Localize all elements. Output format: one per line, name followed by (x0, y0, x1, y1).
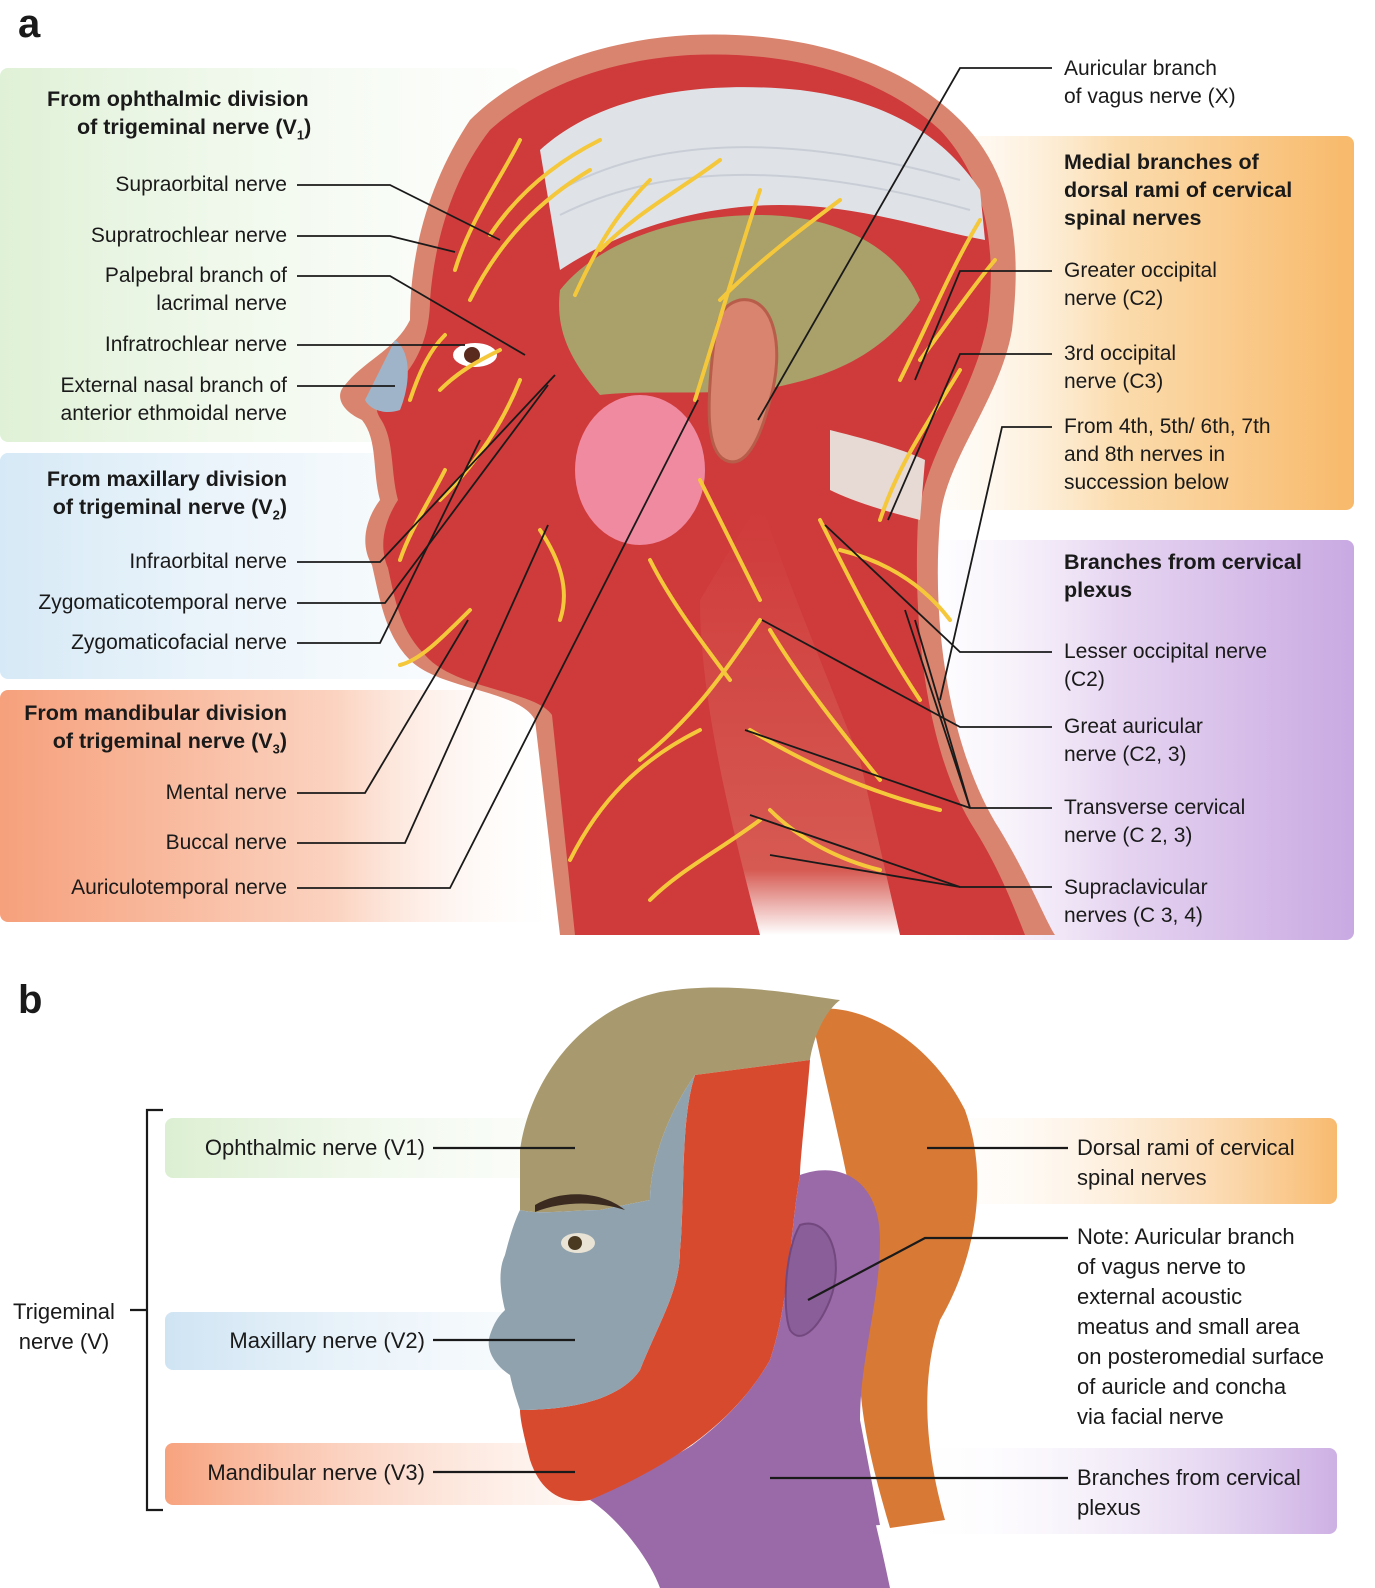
ophthalmic-header-line2: of trigeminal nerve (V1) (77, 115, 312, 143)
infratrochlear-label: Infratrochlear nerve (104, 333, 287, 356)
ophthalmic-header: From ophthalmic division of trigeminal n… (47, 85, 311, 149)
mandibular-header-line2: of trigeminal nerve (V3) (52, 729, 287, 757)
v1-label: Ophthalmic nerve (V1) (204, 1135, 425, 1160)
maxillary-header: From maxillary division of trigeminal ne… (47, 465, 287, 529)
auriculotemporal-label: Auriculotemporal nerve (71, 876, 287, 899)
mental-label: Mental nerve (165, 781, 287, 804)
v3-pill (165, 1443, 585, 1505)
supraorbital-label: Supraorbital nerve (115, 173, 287, 196)
cervical-pill (900, 1448, 1337, 1534)
lesser-occipital-label: Lesser occipital nerve(C2) (1064, 640, 1268, 691)
leader-lines-a (297, 67, 1052, 889)
mandibular-header: From mandibular division of trigeminal n… (24, 699, 287, 763)
cervical-header: Branches from cervical plexus (1064, 550, 1302, 602)
maxillary-header-line2: of trigeminal nerve (V2) (52, 495, 287, 523)
dorsal-pill (900, 1118, 1337, 1204)
leader-lines-b (130, 1108, 1068, 1512)
ophthalmic-header-line1: From ophthalmic division (47, 87, 309, 111)
zygomaticofacial-label: Zygomaticofacial nerve (71, 631, 287, 654)
mandibular-band (0, 690, 560, 922)
head-nerve-illustration (340, 34, 1055, 936)
v2-label: Maxillary nerve (V2) (229, 1328, 425, 1353)
v3-label: Mandibular nerve (V3) (207, 1460, 425, 1485)
dorsal-header: Medial branches of dorsal rami of cervic… (1064, 150, 1293, 230)
mandibular-header-line1: From mandibular division (24, 701, 287, 725)
panel-a-letter: a (18, 2, 41, 46)
zygomaticotemporal-label: Zygomaticotemporal nerve (38, 591, 287, 614)
supratrochlear-label: Supratrochlear nerve (90, 224, 287, 247)
buccal-label: Buccal nerve (165, 831, 287, 854)
v2-pill (165, 1312, 585, 1370)
maxillary-header-line1: From maxillary division (46, 467, 287, 491)
panel-b-letter: b (18, 978, 43, 1022)
v1-pill (165, 1118, 585, 1178)
infraorbital-label: Infraorbital nerve (129, 550, 287, 573)
dermatome-head (488, 987, 978, 1588)
